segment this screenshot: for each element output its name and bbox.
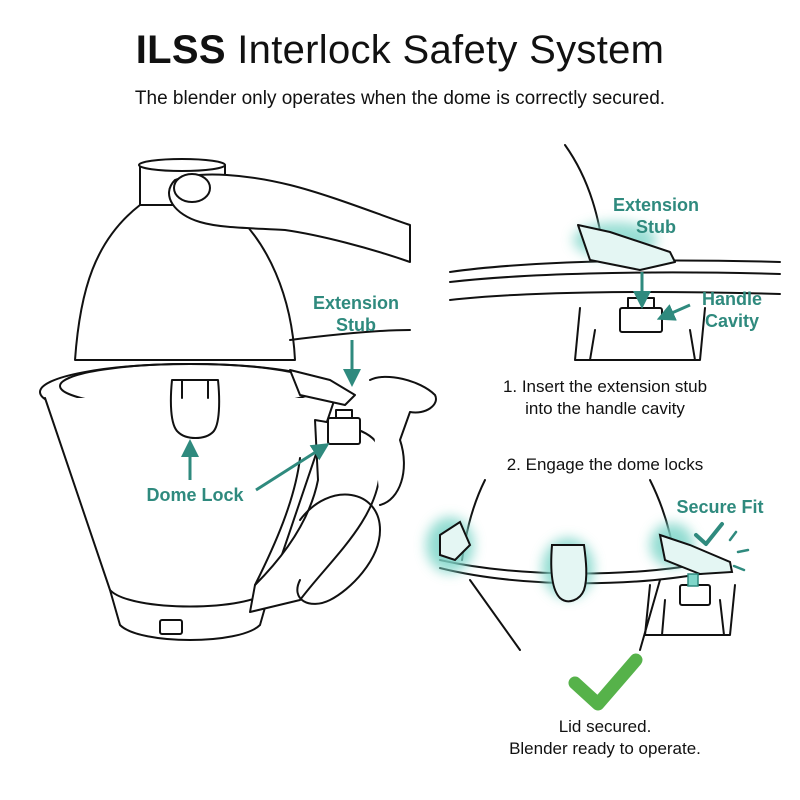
spark-icon: [728, 530, 750, 572]
secure-fit-label: Secure Fit: [676, 497, 764, 517]
checkmark-icon: [568, 653, 643, 711]
dome-lock-arrow-right: [255, 443, 330, 492]
stub-engaged: [687, 573, 699, 587]
dome-lock-label: Dome Lock: [146, 485, 244, 505]
label-line: Extension: [612, 195, 700, 215]
right-extension-stub-label: Extension Stub: [600, 194, 712, 238]
step-line: 1. Insert the extension stub: [502, 377, 708, 396]
left-dome-lock: [439, 520, 472, 562]
blender-illustration: [39, 158, 437, 641]
step-line: into the handle cavity: [525, 399, 685, 418]
extension-stub-shape: [577, 224, 676, 271]
step-2-text: 2. Engage the dome locks: [506, 455, 704, 474]
title-text: Interlock Safety System: [237, 28, 665, 72]
step-1-text: 1. Insert the extension stub into the ha…: [470, 376, 740, 420]
title-brand: ILSS: [135, 28, 226, 72]
page-title: ILSS Interlock Safety System: [0, 28, 800, 73]
label-line: Cavity: [704, 311, 760, 331]
status-line-2: Blender ready to operate.: [509, 739, 701, 758]
secure-fit-check-icon: [694, 522, 724, 546]
cavity-arrow: [656, 303, 691, 321]
label-line: Stub: [636, 217, 676, 237]
status-message: Lid secured. Blender ready to operate.: [460, 716, 750, 760]
label-line: Stub: [336, 315, 376, 335]
page-subtitle: The blender only operates when the dome …: [134, 88, 666, 109]
label-line: Handle: [701, 289, 762, 309]
label-line: Extension: [312, 293, 400, 313]
handle-cavity-label: Handle Cavity: [690, 288, 774, 332]
right-dome-lock: [658, 533, 734, 576]
center-dome-lock: [550, 544, 588, 603]
left-extension-stub-label: Extension Stub: [300, 292, 412, 336]
status-line-1: Lid secured.: [558, 717, 652, 736]
